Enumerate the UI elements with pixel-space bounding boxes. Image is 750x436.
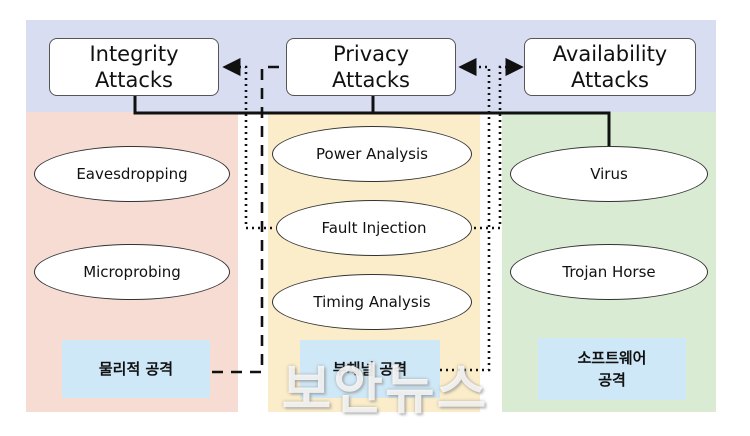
eavesdropping-node: Eavesdropping	[34, 146, 230, 202]
software-attack-label: 소프트웨어 공격	[538, 338, 686, 400]
side-channel-to-privacy-link	[440, 57, 491, 372]
privacy-attacks-box: Privacy Attacks	[286, 38, 456, 96]
virus-node: Virus	[510, 146, 708, 202]
power-analysis-node: Power Analysis	[272, 126, 472, 182]
trojan-horse-node: Trojan Horse	[510, 244, 708, 300]
side-channel-attack-label: 부채널 공격	[300, 340, 440, 398]
integrity-attacks-box: Integrity Attacks	[49, 38, 219, 96]
physical-attack-link	[212, 65, 280, 374]
fault-to-integrity-link	[222, 57, 278, 230]
fault-injection-node: Fault Injection	[276, 200, 472, 256]
availability-attacks-box: Availability Attacks	[524, 38, 696, 96]
physical-attack-label: 물리적 공격	[62, 340, 210, 398]
timing-analysis-node: Timing Analysis	[272, 274, 472, 330]
fault-to-availability-link	[468, 57, 524, 230]
microprobing-node: Microprobing	[34, 244, 230, 300]
